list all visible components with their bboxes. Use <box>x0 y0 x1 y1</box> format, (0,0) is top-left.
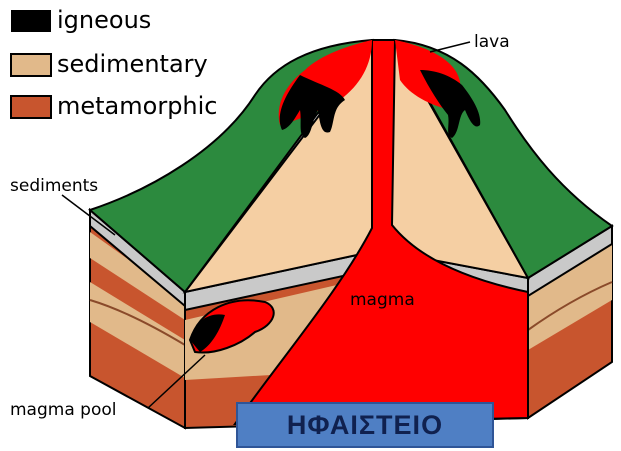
legend-swatch-igneous <box>11 10 51 32</box>
legend-label-metamorphic: metamorphic <box>57 94 218 118</box>
legend-label-sedimentary: sedimentary <box>57 52 208 76</box>
magma-pool-label: magma pool <box>10 402 116 419</box>
legend-swatch-sedimentary <box>11 54 51 76</box>
lava-leader <box>430 42 470 52</box>
magma-label: magma <box>350 292 415 309</box>
title-text: ΗΦΑΙΣΤΕΙΟ <box>287 410 443 441</box>
title-box: ΗΦΑΙΣΤΕΙΟ <box>236 402 494 448</box>
legend-label-igneous: igneous <box>57 8 151 32</box>
sediments-label: sediments <box>10 178 98 195</box>
legend-swatch-metamorphic <box>11 96 51 118</box>
lava-label: lava <box>474 34 510 51</box>
